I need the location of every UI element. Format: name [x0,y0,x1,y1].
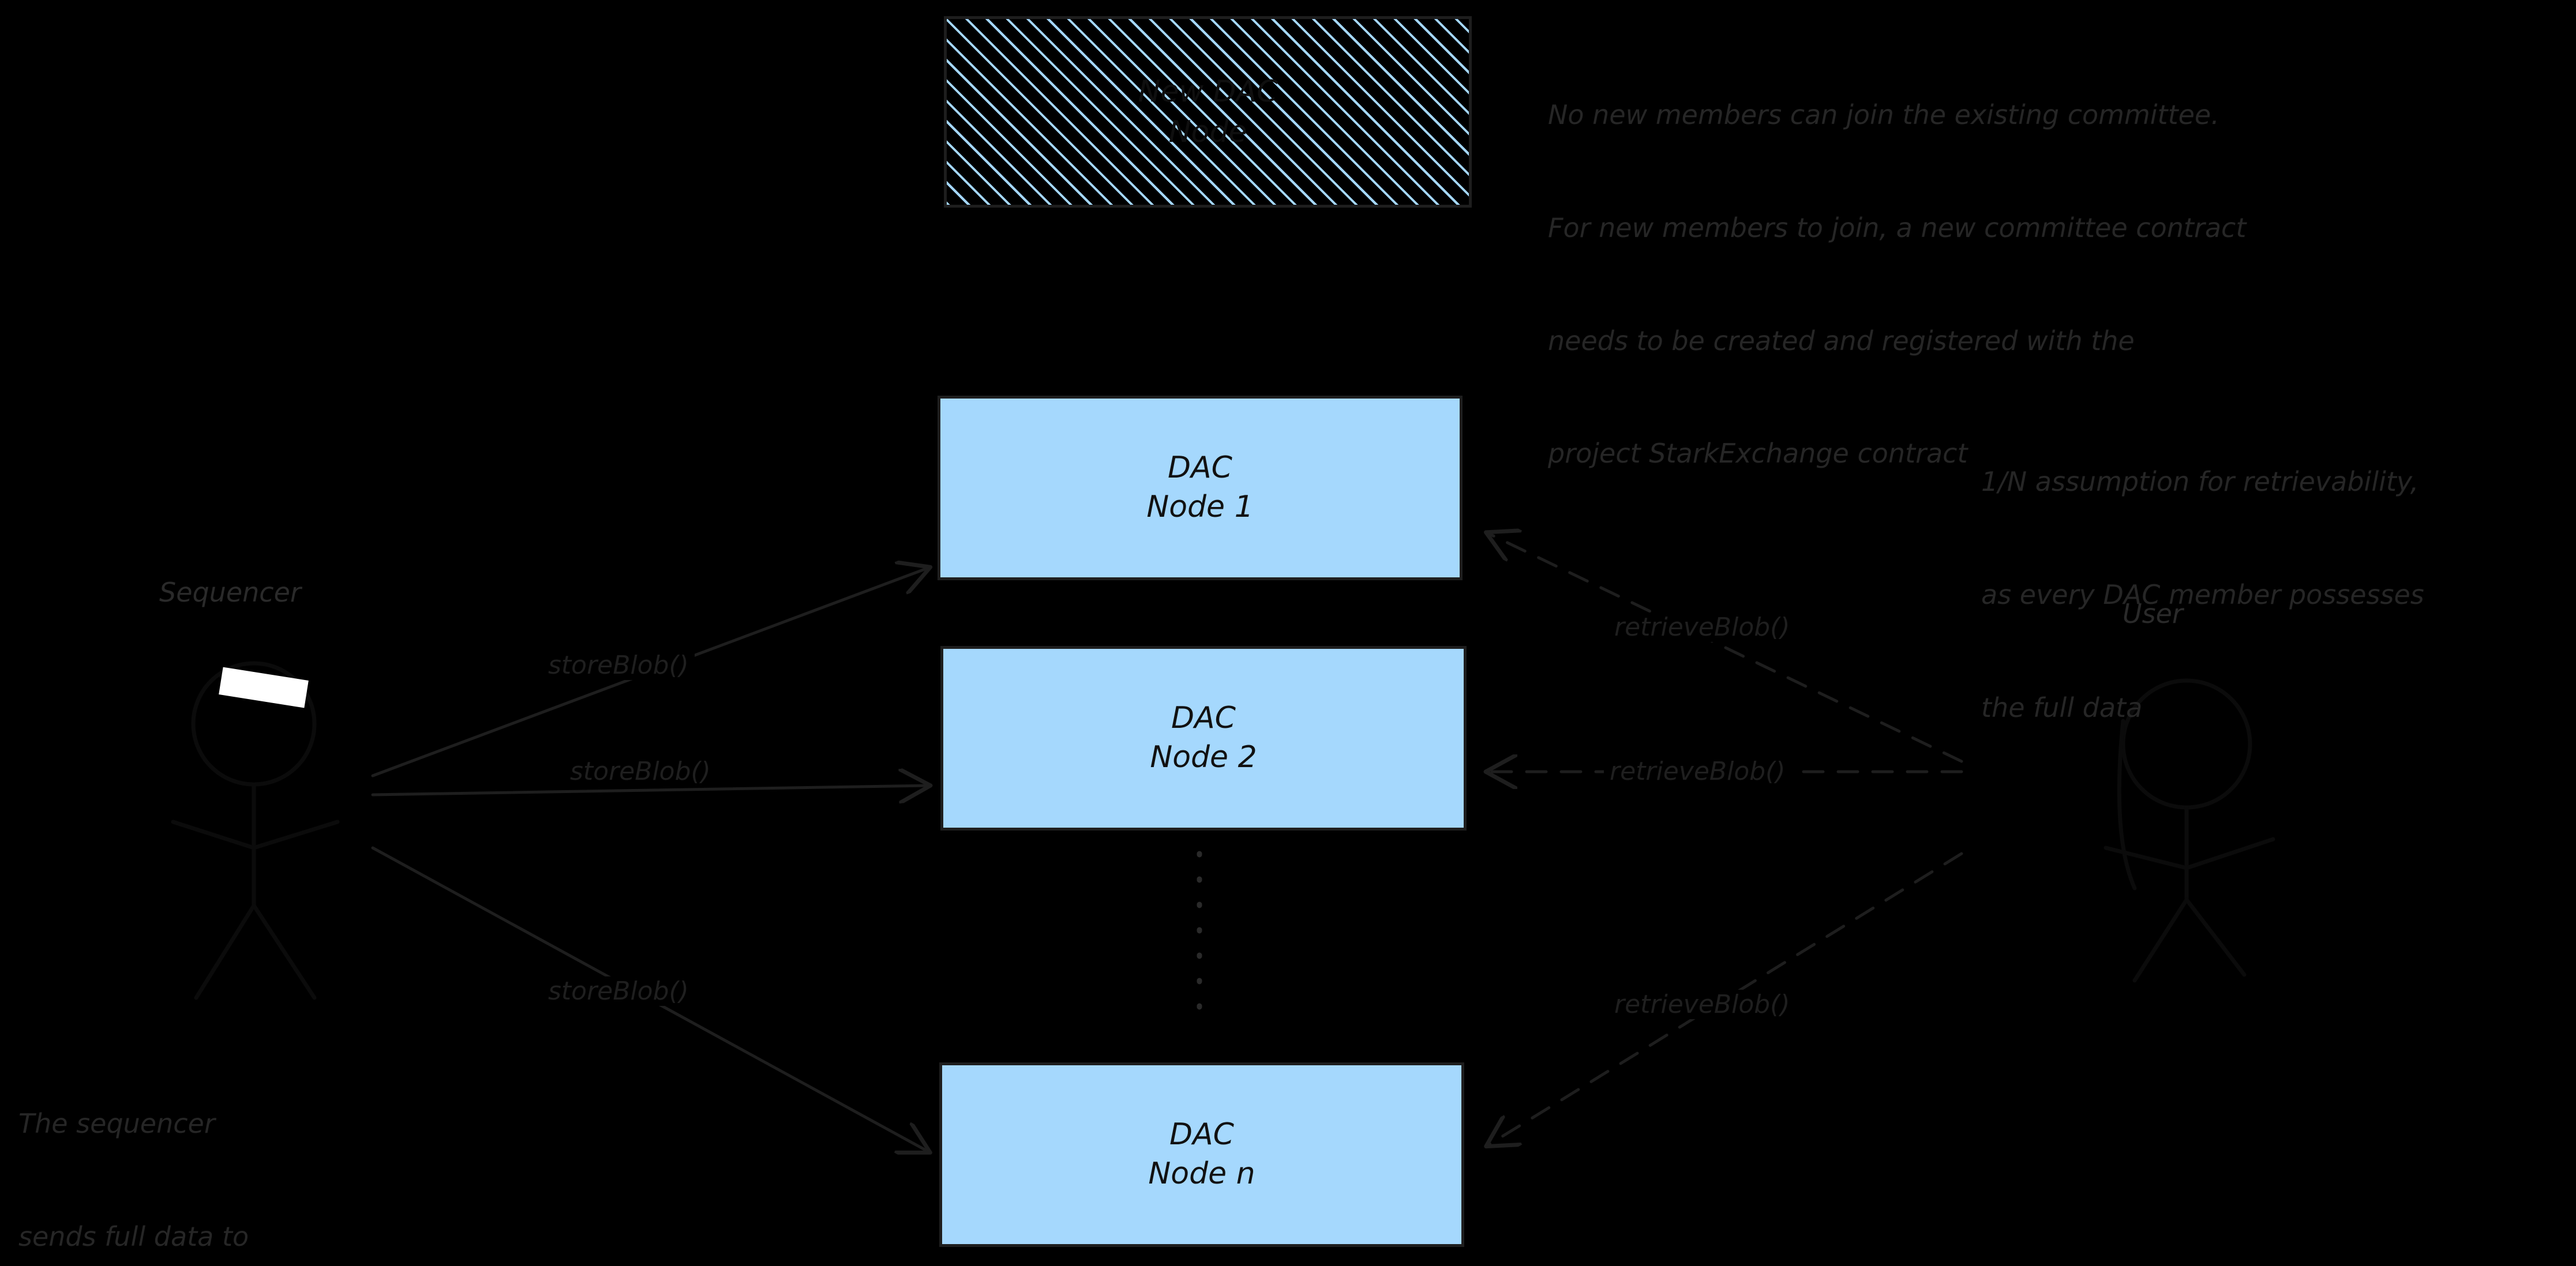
dac-node-2-box[interactable]: DAC Node 2 [940,646,1467,831]
dac-node-2-line-1: DAC [1171,701,1236,736]
committee-note-line-1: No new members can join the existing com… [1548,99,2219,130]
dac-node-1-line-1: DAC [1168,450,1232,486]
retrieve-blob-label-3: retrieveBlob() [1608,990,1796,1019]
store-blob-label-3: storeBlob() [542,976,695,1006]
retrievability-note-line-1: 1/N assumption for retrievability, [1981,465,2419,497]
retrieve-blob-label-2: retrieveBlob() [1604,757,1791,786]
dac-node-2-line-2: Node 2 [1150,740,1257,775]
new-dac-node-line-1: New DAC [1138,74,1278,109]
user-label: User [2123,598,2183,629]
dac-node-1-line-2: Node 1 [1146,490,1254,524]
sequencer-note-line-2: sends full data to [18,1220,249,1252]
committee-note-line-2: For new members to join, a new committee… [1548,212,2247,243]
committee-note-line-3: needs to be created and registered with … [1548,325,2135,356]
sequencer-label: Sequencer [159,577,301,608]
retrievability-note: 1/N assumption for retrievability, as ev… [1981,388,2558,802]
retrievability-note-line-2: as every DAC member possesses [1981,578,2424,610]
new-dac-node-line-2: Node [1168,115,1247,149]
dac-node-n-box[interactable]: DAC Node n [939,1062,1464,1247]
committee-note: No new members can join the existing com… [1548,21,2483,548]
sequencer-note: The sequencer sends full data to all mem… [18,1030,480,1266]
store-blob-label-1: storeBlob() [542,651,695,680]
committee-note-line-4: project StarkExchange contract [1548,438,1968,469]
sequencer-note-line-1: The sequencer [18,1107,215,1139]
dac-node-n-line-1: DAC [1169,1117,1234,1152]
sequencer-white-tag [219,667,309,708]
retrievability-note-line-3: the full data [1981,692,2143,723]
store-blob-label-2: storeBlob() [564,757,717,786]
dac-node-n-line-2: Node n [1148,1156,1255,1191]
retrieve-blob-label-1: retrieveBlob() [1608,613,1796,642]
sequencer-avatar [171,661,340,1000]
new-dac-node-box[interactable]: New DAC Node [944,16,1472,208]
dac-node-1-box[interactable]: DAC Node 1 [938,396,1463,580]
